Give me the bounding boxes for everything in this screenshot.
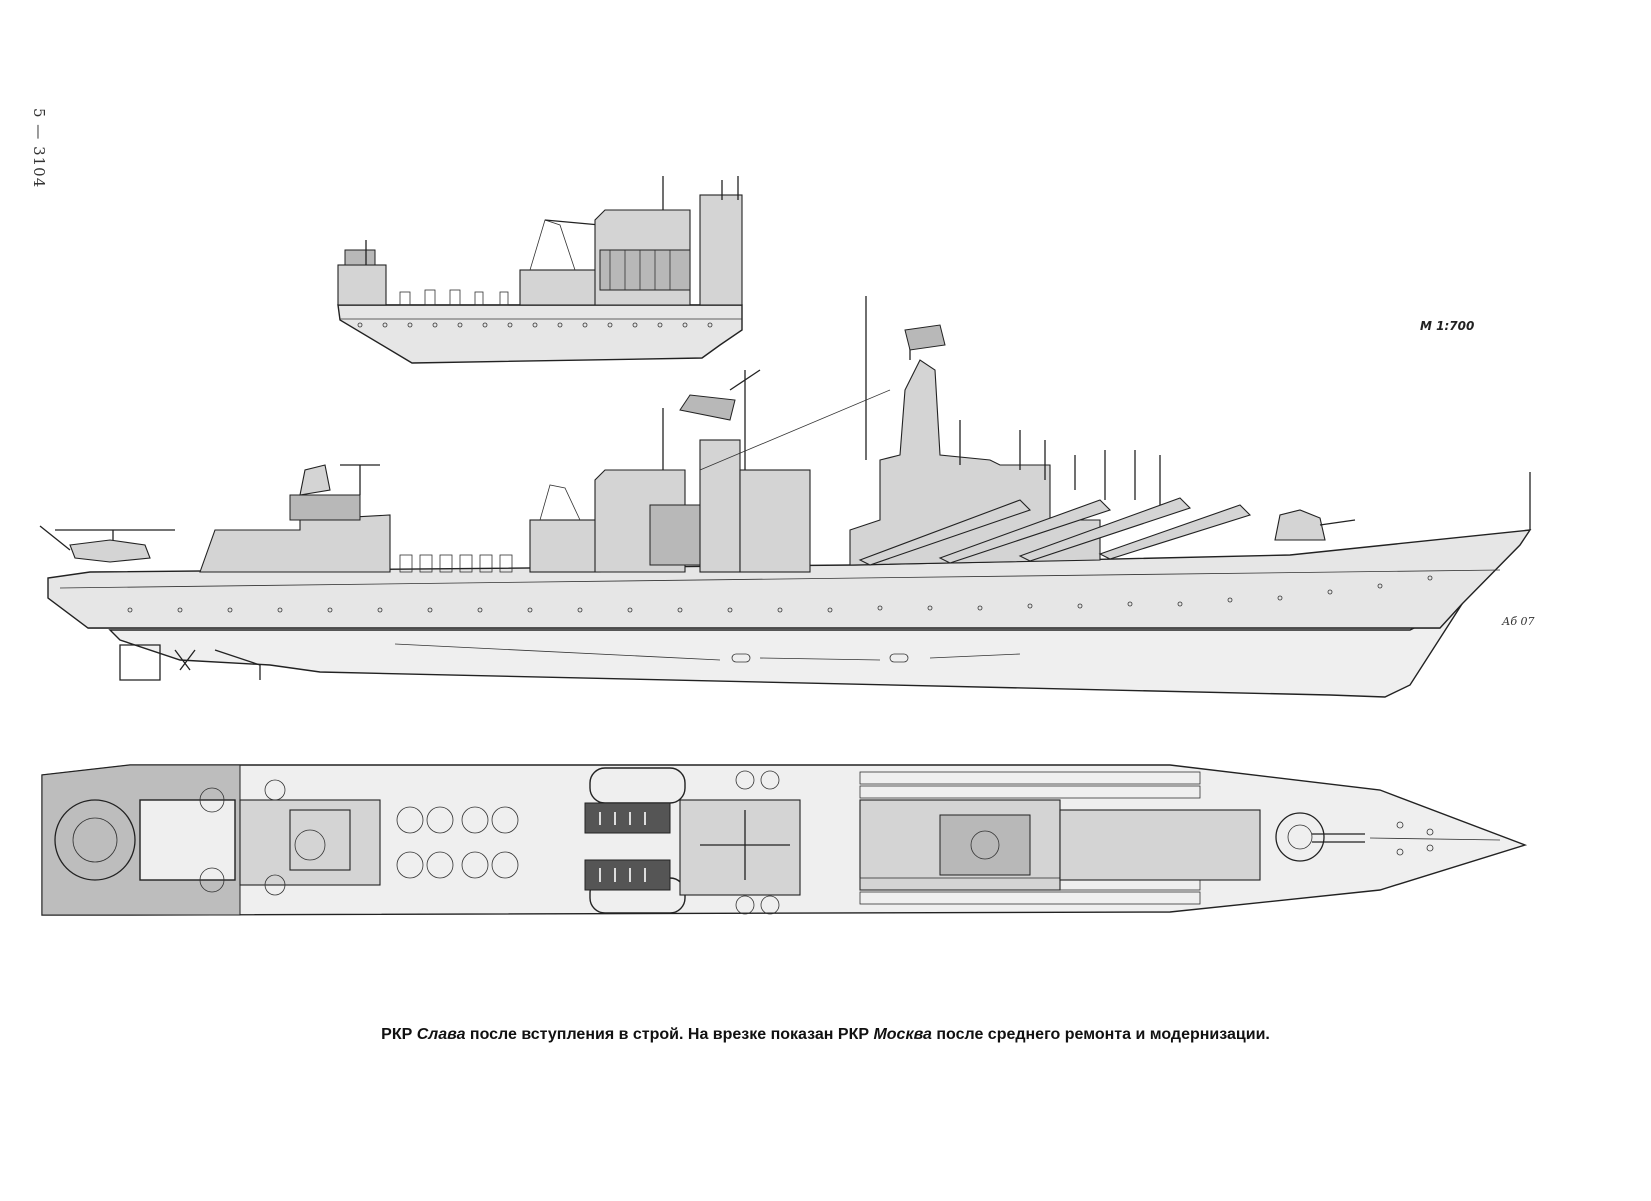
missile-tubes-plan [859, 771, 1201, 905]
portholes [127, 575, 1433, 613]
main-profile-slava [39, 296, 1532, 698]
plan-view-slava [41, 764, 1528, 916]
signature: Аб 07 [1501, 615, 1535, 628]
missile-tubes-profile [858, 497, 1252, 566]
vls-rosettes [396, 806, 519, 879]
caption-part1: РКР [381, 1026, 417, 1043]
inset-moskva-profile [337, 176, 743, 364]
caption-ship2: Москва [873, 1026, 932, 1043]
caption: РКР Слава после вступления в строй. На в… [0, 1026, 1651, 1044]
helicopter [39, 525, 175, 563]
caption-part3: после среднего ремонта и модернизации. [931, 1026, 1270, 1043]
scale-label: М 1:700 [1420, 319, 1475, 333]
caption-ship1: Слава [416, 1026, 466, 1043]
page-number: 5 — 3104 [30, 108, 48, 189]
helipad [54, 799, 136, 881]
caption-part2: после вступления в строй. На врезке пока… [465, 1026, 874, 1043]
